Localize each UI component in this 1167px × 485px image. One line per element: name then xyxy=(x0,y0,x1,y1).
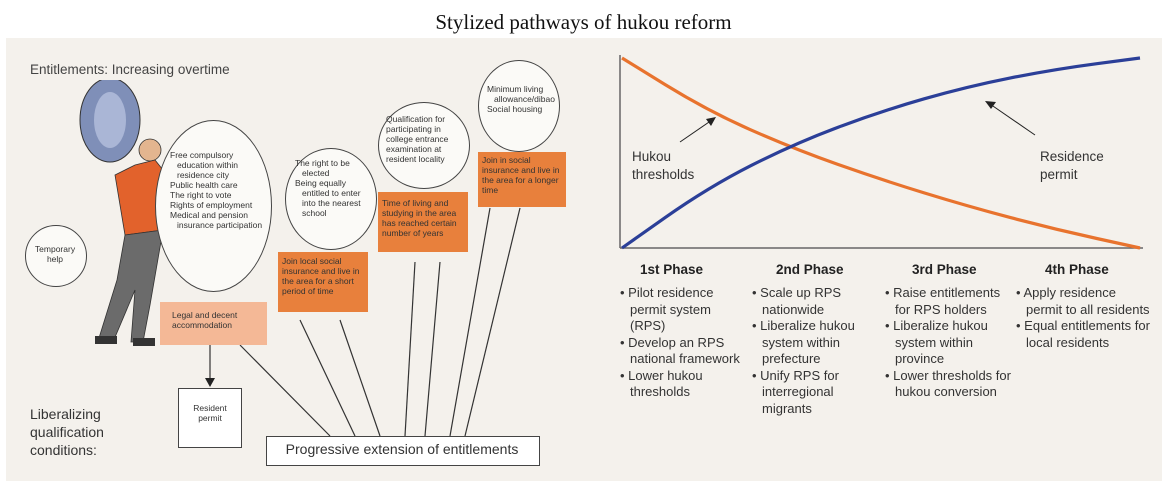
circle-basic-services xyxy=(155,120,272,292)
phase-4-list: • Apply residence permit to all resident… xyxy=(1016,285,1151,351)
box-resident-permit xyxy=(178,388,242,448)
list-item: • Apply residence permit to all resident… xyxy=(1016,285,1150,317)
hukou-arrow xyxy=(679,119,713,143)
box-short-insurance: Join local social insurance and live in … xyxy=(278,252,368,312)
phase-3-heading: 3rd Phase xyxy=(912,262,977,277)
list-item: • Lower thresholds for hukou conversion xyxy=(885,367,1011,400)
list-item: • Liberalize hukou system within prefect… xyxy=(752,318,855,366)
list-item: • Lower hukou thresholds xyxy=(620,367,703,400)
migrant-worker-illustration xyxy=(79,80,168,346)
list-item: Free compulsory education within residen… xyxy=(170,150,238,180)
circle-college-entrance xyxy=(378,102,470,189)
list-item: The right to be elected xyxy=(295,158,350,178)
circle-college-entrance-text: Qualification for participating in colle… xyxy=(386,114,449,164)
hukou-thresholds-label: Hukou thresholds xyxy=(632,149,695,182)
phase-2-list: • Scale up RPS nationwide • Liberalize h… xyxy=(752,285,877,417)
liberalizing-label: Liberalizing qualification conditions: xyxy=(30,406,104,458)
list-item: The right to vote xyxy=(170,190,232,200)
circle-basic-services-list: Free compulsory education within residen… xyxy=(170,150,265,230)
list-item: Rights of employment xyxy=(170,200,253,210)
box-long-insurance: Join in social insurance and live in the… xyxy=(478,152,566,207)
circle-political-rights-list: The right to be elected Being equally en… xyxy=(295,158,367,218)
phase-4-heading: 4th Phase xyxy=(1045,262,1109,277)
residence-permit-line xyxy=(621,56,1141,250)
list-item: • Pilot residence permit system (RPS) xyxy=(620,285,714,333)
hukou-arrowhead xyxy=(706,117,716,126)
phase-1-heading: 1st Phase xyxy=(640,262,704,277)
progressive-extension-label: Progressive extension of entitlements xyxy=(285,441,519,457)
list-item: • Equal entitlements for local residents xyxy=(1016,318,1150,350)
list-item: • Scale up RPS nationwide xyxy=(752,285,842,317)
phase-1-list: • Pilot residence permit system (RPS) • … xyxy=(620,285,745,401)
list-item: • Raise entitlements for RPS holders xyxy=(885,285,1001,317)
box-accommodation: Legal and decent accommodation xyxy=(160,302,267,345)
circle-temporary-help xyxy=(25,225,87,287)
list-item: Minimum living allowance/dibao xyxy=(487,84,555,104)
list-item: Being equally entitled to enter into the… xyxy=(295,178,361,218)
list-item: Medical and pension insurance participat… xyxy=(170,210,263,230)
list-item: • Develop an RPS national framework xyxy=(620,334,740,367)
phase-2-heading: 2nd Phase xyxy=(776,262,844,277)
list-item: Public health care xyxy=(170,180,238,190)
hukou-thresholds-line xyxy=(621,56,1141,250)
progressive-extension-box xyxy=(266,436,540,466)
figure-title: Stylized pathways of hukou reform xyxy=(435,10,732,34)
list-item: • Liberalize hukou system within provinc… xyxy=(885,318,988,366)
residence-permit-label: Residence permit xyxy=(1040,149,1104,182)
entitlements-heading: Entitlements: Increasing overtime xyxy=(30,62,230,77)
circle-political-rights xyxy=(285,148,377,250)
list-item: Social housing xyxy=(487,104,543,114)
phase-3-list: • Raise entitlements for RPS holders • L… xyxy=(885,285,1013,401)
box-years-living: Time of living and studying in the area … xyxy=(378,192,468,252)
temporary-help-label: Temporary help xyxy=(34,244,76,264)
residence-arrow xyxy=(989,103,1036,136)
circle-social-assistance xyxy=(478,60,560,152)
circle-social-assistance-list: Minimum living allowance/dibao Social ho… xyxy=(487,84,555,114)
resident-permit-label: Resident permit xyxy=(193,403,227,423)
list-item: • Unify RPS for interregional migrants xyxy=(752,367,839,416)
residence-arrowhead xyxy=(985,101,996,109)
